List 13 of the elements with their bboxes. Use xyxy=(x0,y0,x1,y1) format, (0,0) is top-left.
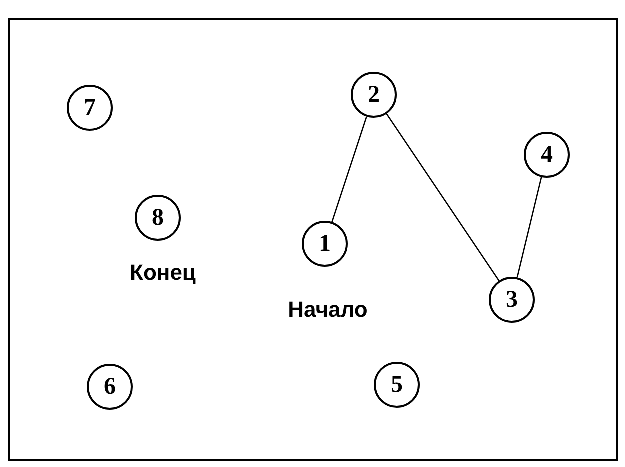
node-number: 5 xyxy=(391,373,403,397)
connector-line xyxy=(386,114,500,282)
node-number: 3 xyxy=(506,288,518,312)
node-caption: Конец xyxy=(130,262,196,284)
node-number: 6 xyxy=(104,375,116,399)
node-caption: Начало xyxy=(288,299,368,321)
node-number: 7 xyxy=(84,96,96,120)
node-number: 1 xyxy=(319,232,331,256)
node-number: 2 xyxy=(368,83,380,107)
connector-line xyxy=(516,177,542,278)
node-number: 8 xyxy=(152,206,164,230)
connector-line xyxy=(332,116,368,222)
node-number: 4 xyxy=(541,143,553,167)
